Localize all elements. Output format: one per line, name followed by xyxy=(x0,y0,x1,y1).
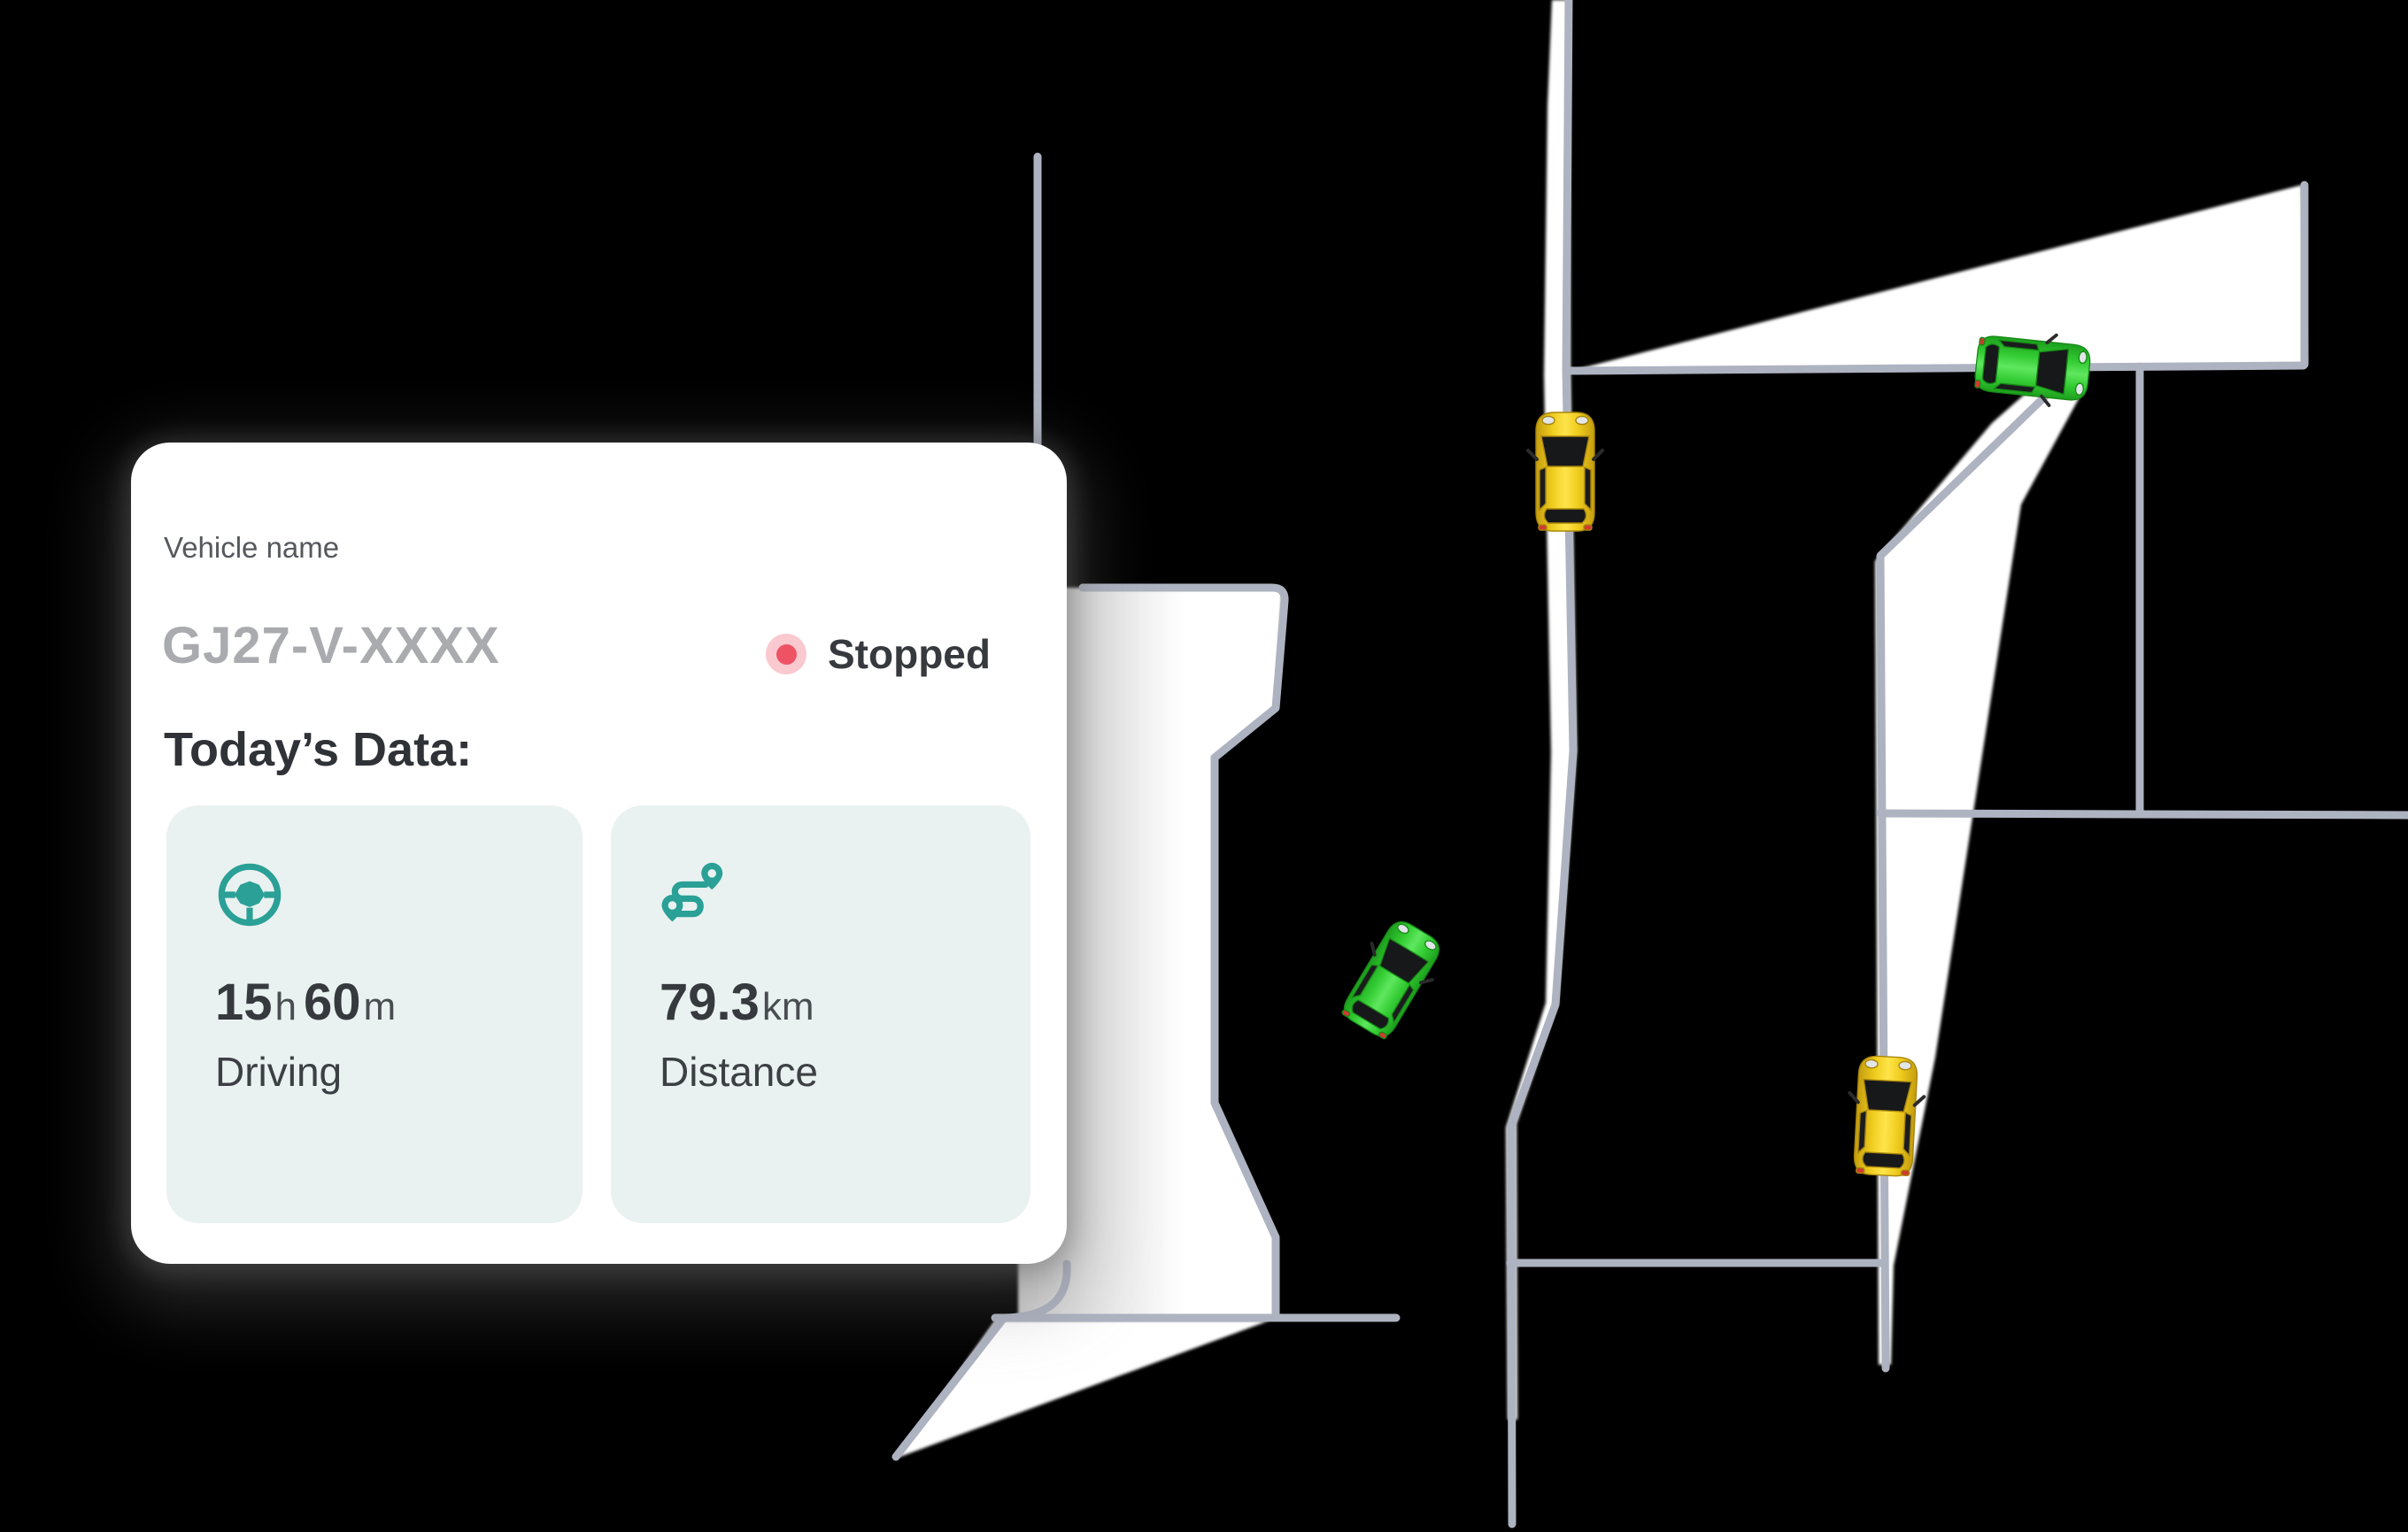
vehicle-id: GJ27-V-XXXX xyxy=(162,617,500,674)
road-surface xyxy=(1506,0,1577,1420)
green-car-middle-marker[interactable] xyxy=(1332,912,1451,1045)
status-dot-icon xyxy=(776,643,797,665)
driving-hours: 15 xyxy=(215,974,273,1031)
road-network xyxy=(891,0,2408,1528)
green-car-icon xyxy=(1332,912,1451,1045)
road-surface xyxy=(1018,588,1283,1317)
status-dot-halo xyxy=(766,634,807,674)
route-icon xyxy=(661,862,723,922)
road-line xyxy=(1078,583,1289,1318)
road-line xyxy=(1507,0,1578,1528)
distance-label: Distance xyxy=(660,1049,818,1095)
road-surface xyxy=(898,1320,1270,1458)
driving-hours-unit: h xyxy=(274,985,297,1028)
stat-tile-distance: 79.3km Distance xyxy=(611,805,1030,1223)
steering-wheel-icon xyxy=(218,863,282,927)
road-surface xyxy=(1571,185,2307,373)
driving-minutes: 60 xyxy=(304,974,361,1031)
yellow-car-top-marker[interactable] xyxy=(1528,412,1602,531)
distance-value: 79.3km xyxy=(660,977,1030,1028)
vehicle-name-label: Vehicle name xyxy=(164,531,340,564)
road-surface xyxy=(1875,384,2087,1365)
yellow-car-icon xyxy=(1528,412,1602,531)
road-line xyxy=(1563,361,2308,375)
road-line xyxy=(1876,809,2408,820)
distance-unit: km xyxy=(761,985,814,1028)
driving-label: Driving xyxy=(215,1049,343,1095)
driving-minutes-unit: m xyxy=(363,985,397,1028)
road-surfaces xyxy=(898,0,2307,1458)
distance-number: 79.3 xyxy=(660,974,760,1031)
status-label: Stopped xyxy=(828,631,991,677)
vehicle-info-card: Vehicle name GJ27-V-XXXX Stopped Today’s… xyxy=(131,443,1067,1264)
status-badge: Stopped xyxy=(766,630,991,678)
section-title: Today’s Data: xyxy=(164,723,473,776)
